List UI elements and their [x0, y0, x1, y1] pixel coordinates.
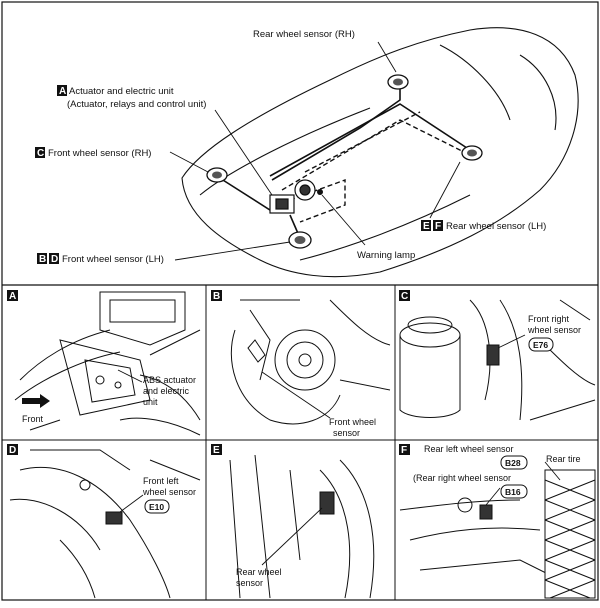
panel-e-leader: [261, 507, 323, 566]
rear-lh-sensor-icon: [461, 145, 483, 161]
warning-lamp-icon: [317, 189, 323, 195]
rear-tire-drawing: [544, 469, 596, 599]
rear-lh-letter-2: F: [435, 221, 441, 232]
actuator-letter: A: [59, 86, 66, 97]
rear-sensor-connector-icon: [479, 504, 493, 520]
front-lh-letter-2: D: [51, 254, 58, 265]
panel-a: A Front ABS actuator and electric unit: [7, 290, 201, 436]
actuator-unit-icon: [269, 179, 316, 214]
panel-d-label-line2: wheel sensor: [142, 487, 196, 497]
front-arrow-icon: [22, 394, 50, 408]
front-rh-letter-box: [35, 147, 45, 158]
panel-d-connector: E10: [149, 502, 164, 512]
panel-b-hub-drawing: [230, 299, 391, 425]
panel-b-letter: B: [213, 291, 220, 302]
panel-f-label-line2: (Rear right wheel sensor: [413, 473, 511, 483]
front-lh-sensor-icon: [288, 231, 312, 249]
panel-e-label-line2: sensor: [236, 578, 263, 588]
panel-e-letter-box: [211, 444, 222, 455]
panel-e-label-line1: Rear wheel: [236, 567, 282, 577]
panel-c-letter: C: [401, 291, 408, 302]
panel-b-label-line2: sensor: [333, 428, 360, 438]
front-left-sensor-connector-icon: [105, 511, 123, 525]
rear-lh-letter-1: E: [423, 221, 430, 232]
actuator-label-line2: (Actuator, relays and control unit): [67, 99, 206, 110]
rear-lh-letter-box-2: [433, 220, 443, 231]
rear-lh-sensor-label: Rear wheel sensor (LH): [446, 221, 546, 232]
panel-f-leader-1: [485, 487, 501, 506]
front-lh-letter-1: B: [39, 254, 46, 265]
panel-f-connector2-badge: [500, 484, 528, 499]
front-lh-letter-box-1: [37, 253, 47, 264]
panel-d: D Front left wheel sensor E10: [7, 444, 201, 599]
warning-lamp-label: Warning lamp: [357, 250, 415, 261]
panel-a-label-line1: ABS actuator: [143, 375, 196, 385]
panel-f-tire-label: Rear tire: [546, 454, 581, 464]
panel-e-rear-hub-drawing: [229, 454, 375, 599]
actuator-letter-box: [57, 85, 67, 96]
panel-f: F Rear left wheel sensor B28 (Rear right…: [399, 444, 596, 599]
panel-f-connector1-badge: [500, 455, 528, 470]
panel-f-connector2: B16: [505, 487, 521, 497]
panel-a-engine-bay-drawing: [14, 291, 201, 436]
panel-e-letter: E: [213, 445, 220, 456]
panel-d-leader: [119, 494, 144, 513]
panel-b-leader: [261, 371, 331, 419]
panel-b: B Front wheel sensor: [211, 290, 391, 438]
panel-f-leader-2: [544, 461, 561, 481]
panel-d-letter-box: [7, 444, 18, 455]
panel-c-label-line2: wheel sensor: [527, 325, 581, 335]
panel-b-label-line1: Front wheel: [329, 417, 376, 427]
panel-c-label-line1: Front right: [528, 314, 570, 324]
panel-d-letter: D: [9, 445, 16, 456]
panel-a-label-line2: and electric: [143, 386, 190, 396]
panel-e: E Rear wheel sensor: [211, 444, 375, 599]
panel-a-letter-box: [7, 290, 18, 301]
rear-lh-letter-box-1: [421, 220, 431, 231]
panel-f-letter-box: [399, 444, 410, 455]
panel-a-letter: A: [9, 291, 16, 302]
panel-a-front-label: Front: [22, 414, 44, 424]
front-right-sensor-connector-icon: [486, 344, 500, 366]
panel-a-label-line3: unit: [143, 397, 158, 407]
actuator-label-line1: Actuator and electric unit: [69, 86, 174, 97]
panel-a-leader: [117, 369, 143, 383]
front-lh-letter-box-2: [49, 253, 59, 264]
panel-c-connector-badge: [528, 337, 554, 352]
rear-rh-sensor-label: Rear wheel sensor (RH): [253, 29, 355, 40]
panel-f-label-line1: Rear left wheel sensor: [424, 444, 514, 454]
overview-leader-lines: [169, 41, 461, 261]
panel-c-letter-box: [399, 290, 410, 301]
front-lh-sensor-label: Front wheel sensor (LH): [62, 254, 164, 265]
panel-b-letter-box: [211, 290, 222, 301]
panel-c-leader: [497, 334, 526, 349]
front-rh-sensor-icon: [206, 167, 228, 183]
front-rh-letter: C: [37, 148, 44, 159]
panel-c: C Front right wheel sensor E76: [399, 290, 596, 421]
panel-c-connector: E76: [533, 340, 548, 350]
panel-f-letter: F: [401, 445, 407, 456]
panel-d-label-line1: Front left: [143, 476, 179, 486]
panel-f-connector1: B28: [505, 458, 521, 468]
rear-sensor-icon: [319, 491, 335, 515]
wiring-harness-dashed: [281, 111, 471, 223]
panel-d-wheelwell-drawing: [9, 449, 201, 599]
front-rh-sensor-label: Front wheel sensor (RH): [48, 148, 151, 159]
vehicle-outline: [181, 27, 579, 278]
rear-rh-sensor-icon: [387, 74, 409, 90]
panel-d-connector-badge: [144, 499, 170, 514]
